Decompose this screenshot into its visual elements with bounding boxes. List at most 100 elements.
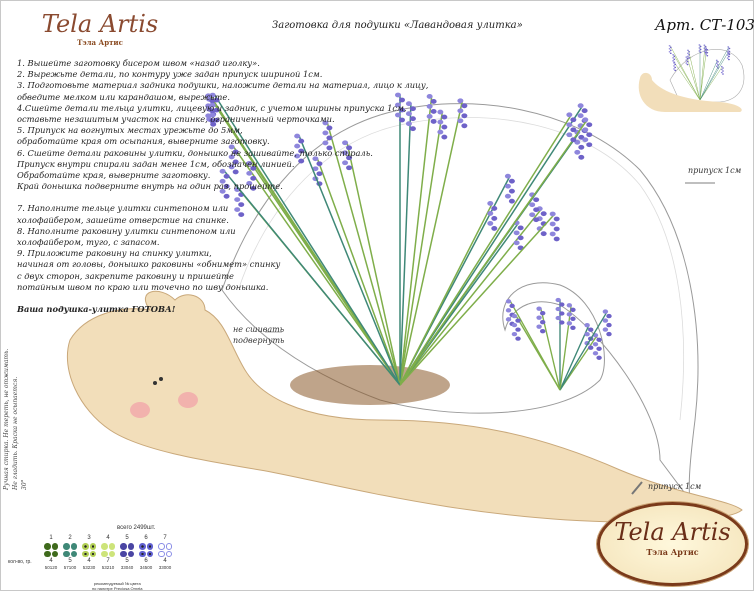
lavender-bud <box>727 52 730 54</box>
snail-cheek <box>130 402 150 418</box>
lavender-bud <box>553 216 560 222</box>
lavender-bud <box>722 70 724 72</box>
lavender-bud <box>673 58 676 61</box>
lavender-bud <box>570 127 577 133</box>
lavender-bud <box>513 240 520 246</box>
lavender-bud <box>395 102 401 108</box>
bead-count: 4 <box>163 558 167 564</box>
lavender-bud <box>705 50 707 52</box>
lavender-bud <box>687 52 689 55</box>
lavender-stem <box>540 308 561 391</box>
lavender-stem <box>673 54 701 101</box>
lavender-bud <box>234 207 241 212</box>
lavender-bud <box>405 121 412 127</box>
lavender-bud <box>219 178 226 184</box>
lavender-bud <box>513 230 520 236</box>
lavender-bud <box>322 120 329 126</box>
lavender-bud <box>555 297 561 303</box>
lavender-stem <box>224 170 401 386</box>
lavender-bud <box>409 126 416 132</box>
lavender-bud <box>668 45 671 47</box>
lavender-bud <box>515 336 521 341</box>
lavender-bud <box>555 315 561 321</box>
lavender-bud <box>699 51 702 54</box>
lavender-stem <box>326 122 401 386</box>
lavender-bud <box>405 101 412 107</box>
lavender-bud <box>592 351 599 356</box>
lavender-bud <box>312 166 319 172</box>
lavender-bud <box>504 183 511 189</box>
lavender-bud <box>250 165 257 171</box>
lavender-bud <box>717 61 719 63</box>
soil <box>290 365 450 405</box>
lavender-bud <box>673 65 675 67</box>
lavender-bud <box>426 114 433 119</box>
lavender-bud <box>699 45 702 48</box>
lavender-bud <box>223 183 230 189</box>
lavender-bud <box>698 47 701 49</box>
lavender-bud <box>326 145 333 151</box>
lavender-bud <box>566 122 573 128</box>
lavender-bud <box>508 188 515 194</box>
lavender-bud <box>549 211 556 217</box>
lavender-bud <box>529 202 536 208</box>
lavender-bud <box>491 226 498 231</box>
lavender-bud <box>312 156 319 162</box>
lavender-bud <box>602 327 609 332</box>
lavender-bud <box>505 317 512 322</box>
brand-logo-bottom: Tela Artis Тэла Артис <box>597 502 748 586</box>
lavender-bud <box>596 346 602 351</box>
lavender-bud <box>346 155 353 161</box>
lavender-bud <box>504 193 511 199</box>
lavender-bud <box>342 140 349 146</box>
lavender-bud <box>698 44 701 46</box>
allowance-arrow-bottom <box>631 481 643 495</box>
lavender-bud <box>570 117 577 123</box>
lavender-bud <box>596 337 602 342</box>
lavender-bud <box>703 47 706 49</box>
lavender-bud <box>228 144 235 150</box>
lavender-bud <box>399 97 405 103</box>
lavender-bud <box>559 311 565 316</box>
lavender-stem <box>298 135 401 386</box>
lavender-bud <box>727 46 730 48</box>
lavender-bud <box>457 118 464 124</box>
lavender-bud <box>487 211 494 216</box>
lavender-bud <box>574 149 581 155</box>
lavender-bud <box>441 124 448 130</box>
lavender-bud <box>686 63 689 66</box>
bead-code: 53230 <box>82 565 96 570</box>
lavender-stem <box>515 315 561 391</box>
lavender-bud <box>210 121 217 127</box>
lavender-bud <box>505 299 512 304</box>
lavender-bud <box>511 313 518 319</box>
lavender-bud <box>578 144 585 150</box>
lavender-bud <box>298 148 305 154</box>
lavender-bud <box>529 212 536 218</box>
lavender-bud <box>213 107 220 113</box>
lavender-bud <box>555 306 561 312</box>
lavender-bud <box>294 153 301 159</box>
thumbnail-snail <box>638 44 745 112</box>
lavender-bud <box>720 65 723 68</box>
brand-logo-top: Tela Artis Тэла Артис <box>20 10 180 47</box>
lavender-bud <box>726 57 729 59</box>
lavender-bud <box>687 49 689 52</box>
lavender-bud <box>234 197 241 202</box>
footnote-line: по палитре Preciosa Ornela <box>92 586 143 591</box>
lavender-bud <box>487 201 494 206</box>
lavender-stem <box>699 46 730 101</box>
lavender-bud <box>342 160 349 166</box>
palette-footnote: рекомендуемый № цвета по палитре Precios… <box>92 581 143 591</box>
bead-code: 34500 <box>139 565 153 570</box>
lavender-bud <box>566 303 573 308</box>
lavender-stem <box>316 158 401 386</box>
lavender-bud <box>592 342 599 347</box>
lavender-bud <box>508 178 515 184</box>
instruction-line: 9. Приложите раковину на спинку улитки, <box>17 248 212 259</box>
lavender-bud <box>515 318 521 323</box>
lavender-bud <box>294 143 301 149</box>
lavender-bud <box>399 107 405 113</box>
